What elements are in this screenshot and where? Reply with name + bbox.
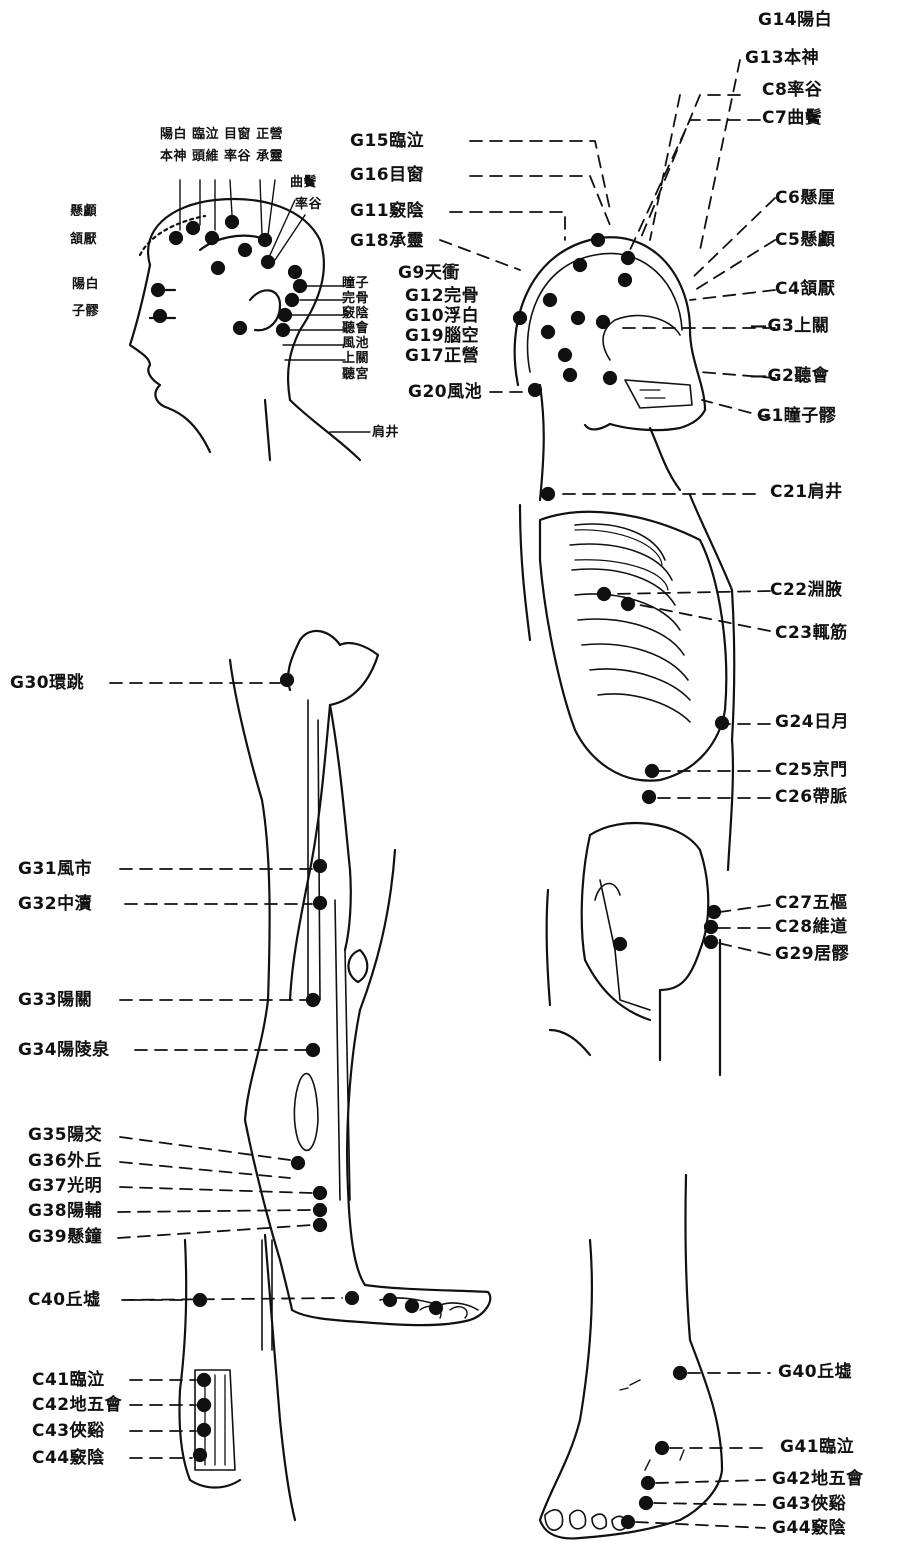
small-foot bbox=[179, 1235, 295, 1520]
label-g38: G38陽輔 bbox=[28, 1203, 102, 1220]
label-g8: C8率谷 bbox=[762, 82, 822, 99]
label-g12: G12完骨 bbox=[405, 288, 479, 305]
label-g37: G37光明 bbox=[28, 1178, 102, 1195]
label-g17: G17正營 bbox=[405, 348, 479, 365]
label-g32: G32中瀆 bbox=[18, 896, 92, 913]
label-g42-right: G42地五會 bbox=[772, 1471, 864, 1488]
leg-points bbox=[281, 674, 442, 1314]
label-g30: G30環跳 bbox=[10, 675, 84, 692]
label-g7: C7曲鬢 bbox=[762, 110, 822, 127]
label-g2: —G2聽會 bbox=[750, 368, 829, 385]
leg-figure bbox=[230, 631, 490, 1325]
head-label-right3: 竅陰 bbox=[342, 307, 369, 320]
label-g36: G36外丘 bbox=[28, 1153, 102, 1170]
head-label-left4: 子髎 bbox=[72, 305, 99, 318]
label-g18: G18承靈 bbox=[350, 233, 424, 250]
label-g41-left: C41臨泣 bbox=[32, 1372, 105, 1389]
label-g39: G39懸鐘 bbox=[28, 1229, 102, 1246]
label-g11: G11竅陰 bbox=[350, 203, 424, 220]
label-g31: G31風市 bbox=[18, 861, 92, 878]
label-g43-left: C43俠谿 bbox=[32, 1423, 105, 1440]
label-g26: C26帶脈 bbox=[775, 789, 848, 806]
label-g24: G24日月 bbox=[775, 714, 849, 731]
label-g13: G13本神 bbox=[745, 50, 819, 67]
label-g40-left: C40丘墟 bbox=[28, 1292, 101, 1309]
head-label-right6: 上關 bbox=[342, 352, 369, 365]
label-g3: —G3上關 bbox=[750, 318, 829, 335]
head-label-left2: 頷厭 bbox=[70, 233, 97, 246]
label-g44-right: G44竅陰 bbox=[772, 1520, 846, 1537]
label-g20: G20風池 bbox=[408, 384, 482, 401]
label-g16: G16目窗 bbox=[350, 167, 424, 184]
label-g27: C27五樞 bbox=[775, 895, 848, 912]
head-label-right1: 瞳子 bbox=[342, 277, 369, 290]
label-g42-left: C42地五會 bbox=[32, 1397, 122, 1414]
head-label-right7: 聽宮 bbox=[342, 368, 369, 381]
label-g1: G1瞳子髎 bbox=[757, 408, 836, 425]
label-g34: G34陽陵泉 bbox=[18, 1042, 110, 1059]
label-g4: C4頷厭 bbox=[775, 281, 835, 298]
head-label-top1: 陽白 臨泣 目窗 正營 bbox=[160, 128, 283, 141]
side-body-points bbox=[514, 234, 728, 950]
label-g15: G15臨泣 bbox=[350, 133, 424, 150]
label-g40-right: G40丘墟 bbox=[778, 1364, 852, 1381]
head-label-ear-top2: 率谷 bbox=[295, 198, 322, 211]
label-g43-right: G43俠谿 bbox=[772, 1496, 846, 1513]
small-head bbox=[130, 180, 370, 460]
label-g35: G35陽交 bbox=[28, 1127, 102, 1144]
small-foot-points bbox=[194, 1294, 210, 1461]
head-label-left3: 陽白 bbox=[72, 278, 99, 291]
label-g44-left: C44竅陰 bbox=[32, 1450, 105, 1467]
head-label-top2: 本神 頭維 率谷 承靈 bbox=[160, 150, 283, 163]
label-g23: C23輒筋 bbox=[775, 625, 848, 642]
label-g6: C6懸厘 bbox=[775, 190, 835, 207]
head-label-right5: 風池 bbox=[342, 337, 369, 350]
label-g22: C22淵腋 bbox=[770, 582, 843, 599]
label-g21: C21肩井 bbox=[770, 484, 843, 501]
head-label-right2: 完骨 bbox=[342, 292, 369, 305]
large-foot bbox=[540, 1175, 722, 1538]
label-g19: G19腦空 bbox=[405, 328, 479, 345]
head-label-bottom: 肩井 bbox=[372, 426, 399, 439]
label-g28: C28維道 bbox=[775, 919, 848, 936]
label-g9: G9天衝 bbox=[398, 265, 460, 282]
label-g10: G10浮白 bbox=[405, 308, 479, 325]
label-g5: C5懸顱 bbox=[775, 232, 835, 249]
head-label-right4: 聽會 bbox=[342, 322, 369, 335]
label-g14: G14陽白 bbox=[758, 12, 832, 29]
head-label-left1: 懸顱 bbox=[70, 205, 97, 218]
label-g41-right: G41臨泣 bbox=[780, 1439, 854, 1456]
head-leaders bbox=[440, 60, 775, 955]
label-g33: G33陽關 bbox=[18, 992, 92, 1009]
label-g29: G29居髎 bbox=[775, 946, 849, 963]
label-g25: C25京門 bbox=[775, 762, 848, 779]
head-label-ear-top: 曲鬢 bbox=[290, 176, 317, 189]
